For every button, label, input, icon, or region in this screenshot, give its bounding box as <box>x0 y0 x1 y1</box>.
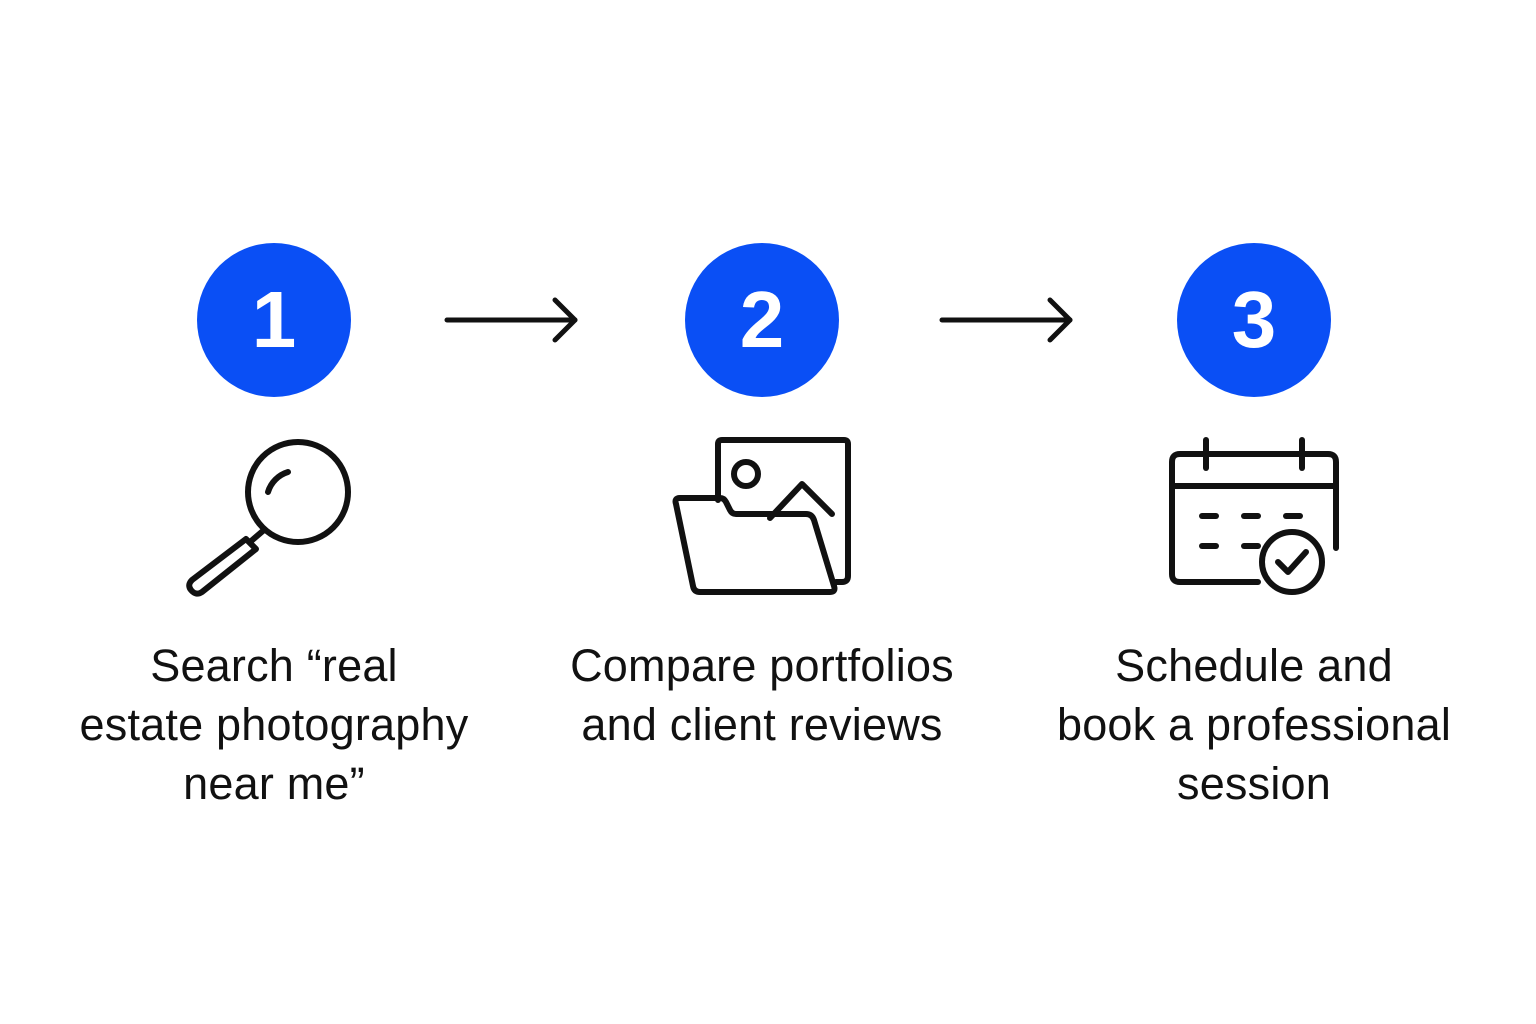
step-1-caption: Search “real estate photography near me” <box>34 636 514 813</box>
step-number-badge-1: 1 <box>197 243 351 397</box>
step-2: 2 Compare portfolios and client reviews <box>522 0 1002 1024</box>
caption-line: Search “real <box>150 640 398 691</box>
step-3: 3 Schedule and book a professional sessi… <box>1014 0 1494 1024</box>
step-number-badge-2: 2 <box>685 243 839 397</box>
caption-line: and client reviews <box>581 699 943 750</box>
step-number-badge-3: 3 <box>1177 243 1331 397</box>
magnifying-glass-icon <box>184 434 364 604</box>
caption-line: near me” <box>183 758 365 809</box>
step-2-caption: Compare portfolios and client reviews <box>522 636 1002 754</box>
calendar-check-icon <box>1164 434 1344 604</box>
step-3-caption: Schedule and book a professional session <box>1014 636 1494 813</box>
caption-line: Schedule and <box>1115 640 1393 691</box>
image-folder-icon <box>672 434 852 604</box>
step-1: 1 Search “real estate photography near m… <box>34 0 514 1024</box>
right-arrow-icon <box>938 294 1078 346</box>
caption-line: session <box>1177 758 1331 809</box>
caption-line: book a professional <box>1056 699 1452 750</box>
caption-line: estate photography <box>79 699 469 750</box>
right-arrow-icon <box>443 294 583 346</box>
caption-line: Compare portfolios <box>570 640 954 691</box>
